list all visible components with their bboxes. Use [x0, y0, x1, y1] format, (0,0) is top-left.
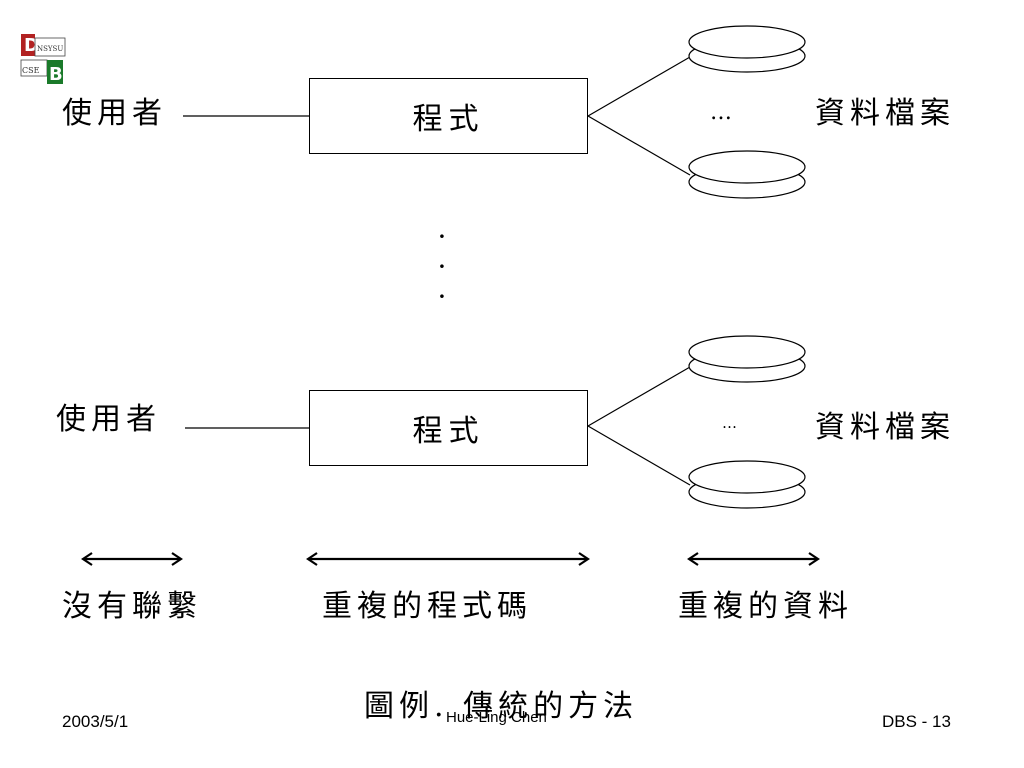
logo-letter-bottom: B [49, 64, 63, 85]
files-ellipsis: … [722, 414, 737, 432]
file-link-line-1a [587, 56, 691, 117]
disk-icon [688, 25, 806, 73]
label-duplicate-code: 重複的程式碼 [322, 589, 532, 624]
footer-slide-number: DBS - 13 [882, 712, 951, 731]
files-ellipsis: … [710, 100, 732, 125]
program-label: 程式 [412, 102, 485, 137]
program-label: 程式 [412, 414, 485, 449]
label-no-connection: 沒有聯繫 [62, 589, 202, 624]
double-arrow-right [687, 552, 820, 566]
logo-green-block [47, 60, 63, 84]
figure-caption: 圖例. 傳統的方法 [364, 689, 639, 724]
program-box: 程式 [309, 390, 588, 466]
dot: · [437, 220, 447, 253]
dbs-logo-icon: D NSYSU CSE B [20, 34, 66, 85]
file-link-line-2a [587, 366, 691, 427]
disk-icon [688, 150, 806, 199]
logo-red-block [21, 34, 35, 56]
disk-icon [688, 460, 806, 509]
program-box: 程式 [309, 78, 588, 154]
file-link-line-1b [587, 115, 691, 176]
data-files-label: 資料檔案 [815, 96, 955, 131]
footer-author: Hue-Ling Chen [446, 709, 547, 726]
logo-top-frame [34, 37, 66, 57]
double-arrow-left [81, 552, 183, 566]
vertical-ellipsis: · · · [434, 222, 450, 312]
footer-date: 2003/5/1 [62, 712, 129, 731]
disk-icon [688, 335, 806, 383]
data-files-label: 資料檔案 [815, 410, 955, 445]
double-arrow-middle [306, 552, 590, 566]
dot: · [437, 280, 447, 313]
user-label: 使用者 [56, 402, 161, 437]
file-link-line-2b [587, 425, 691, 486]
dot: · [437, 250, 447, 283]
label-duplicate-data: 重複的資料 [678, 589, 853, 624]
logo-text-bottom: CSE [22, 66, 40, 75]
user-label: 使用者 [62, 96, 167, 131]
logo-text-top: NSYSU [37, 45, 63, 53]
logo: D NSYSU CSE B [18, 30, 68, 88]
